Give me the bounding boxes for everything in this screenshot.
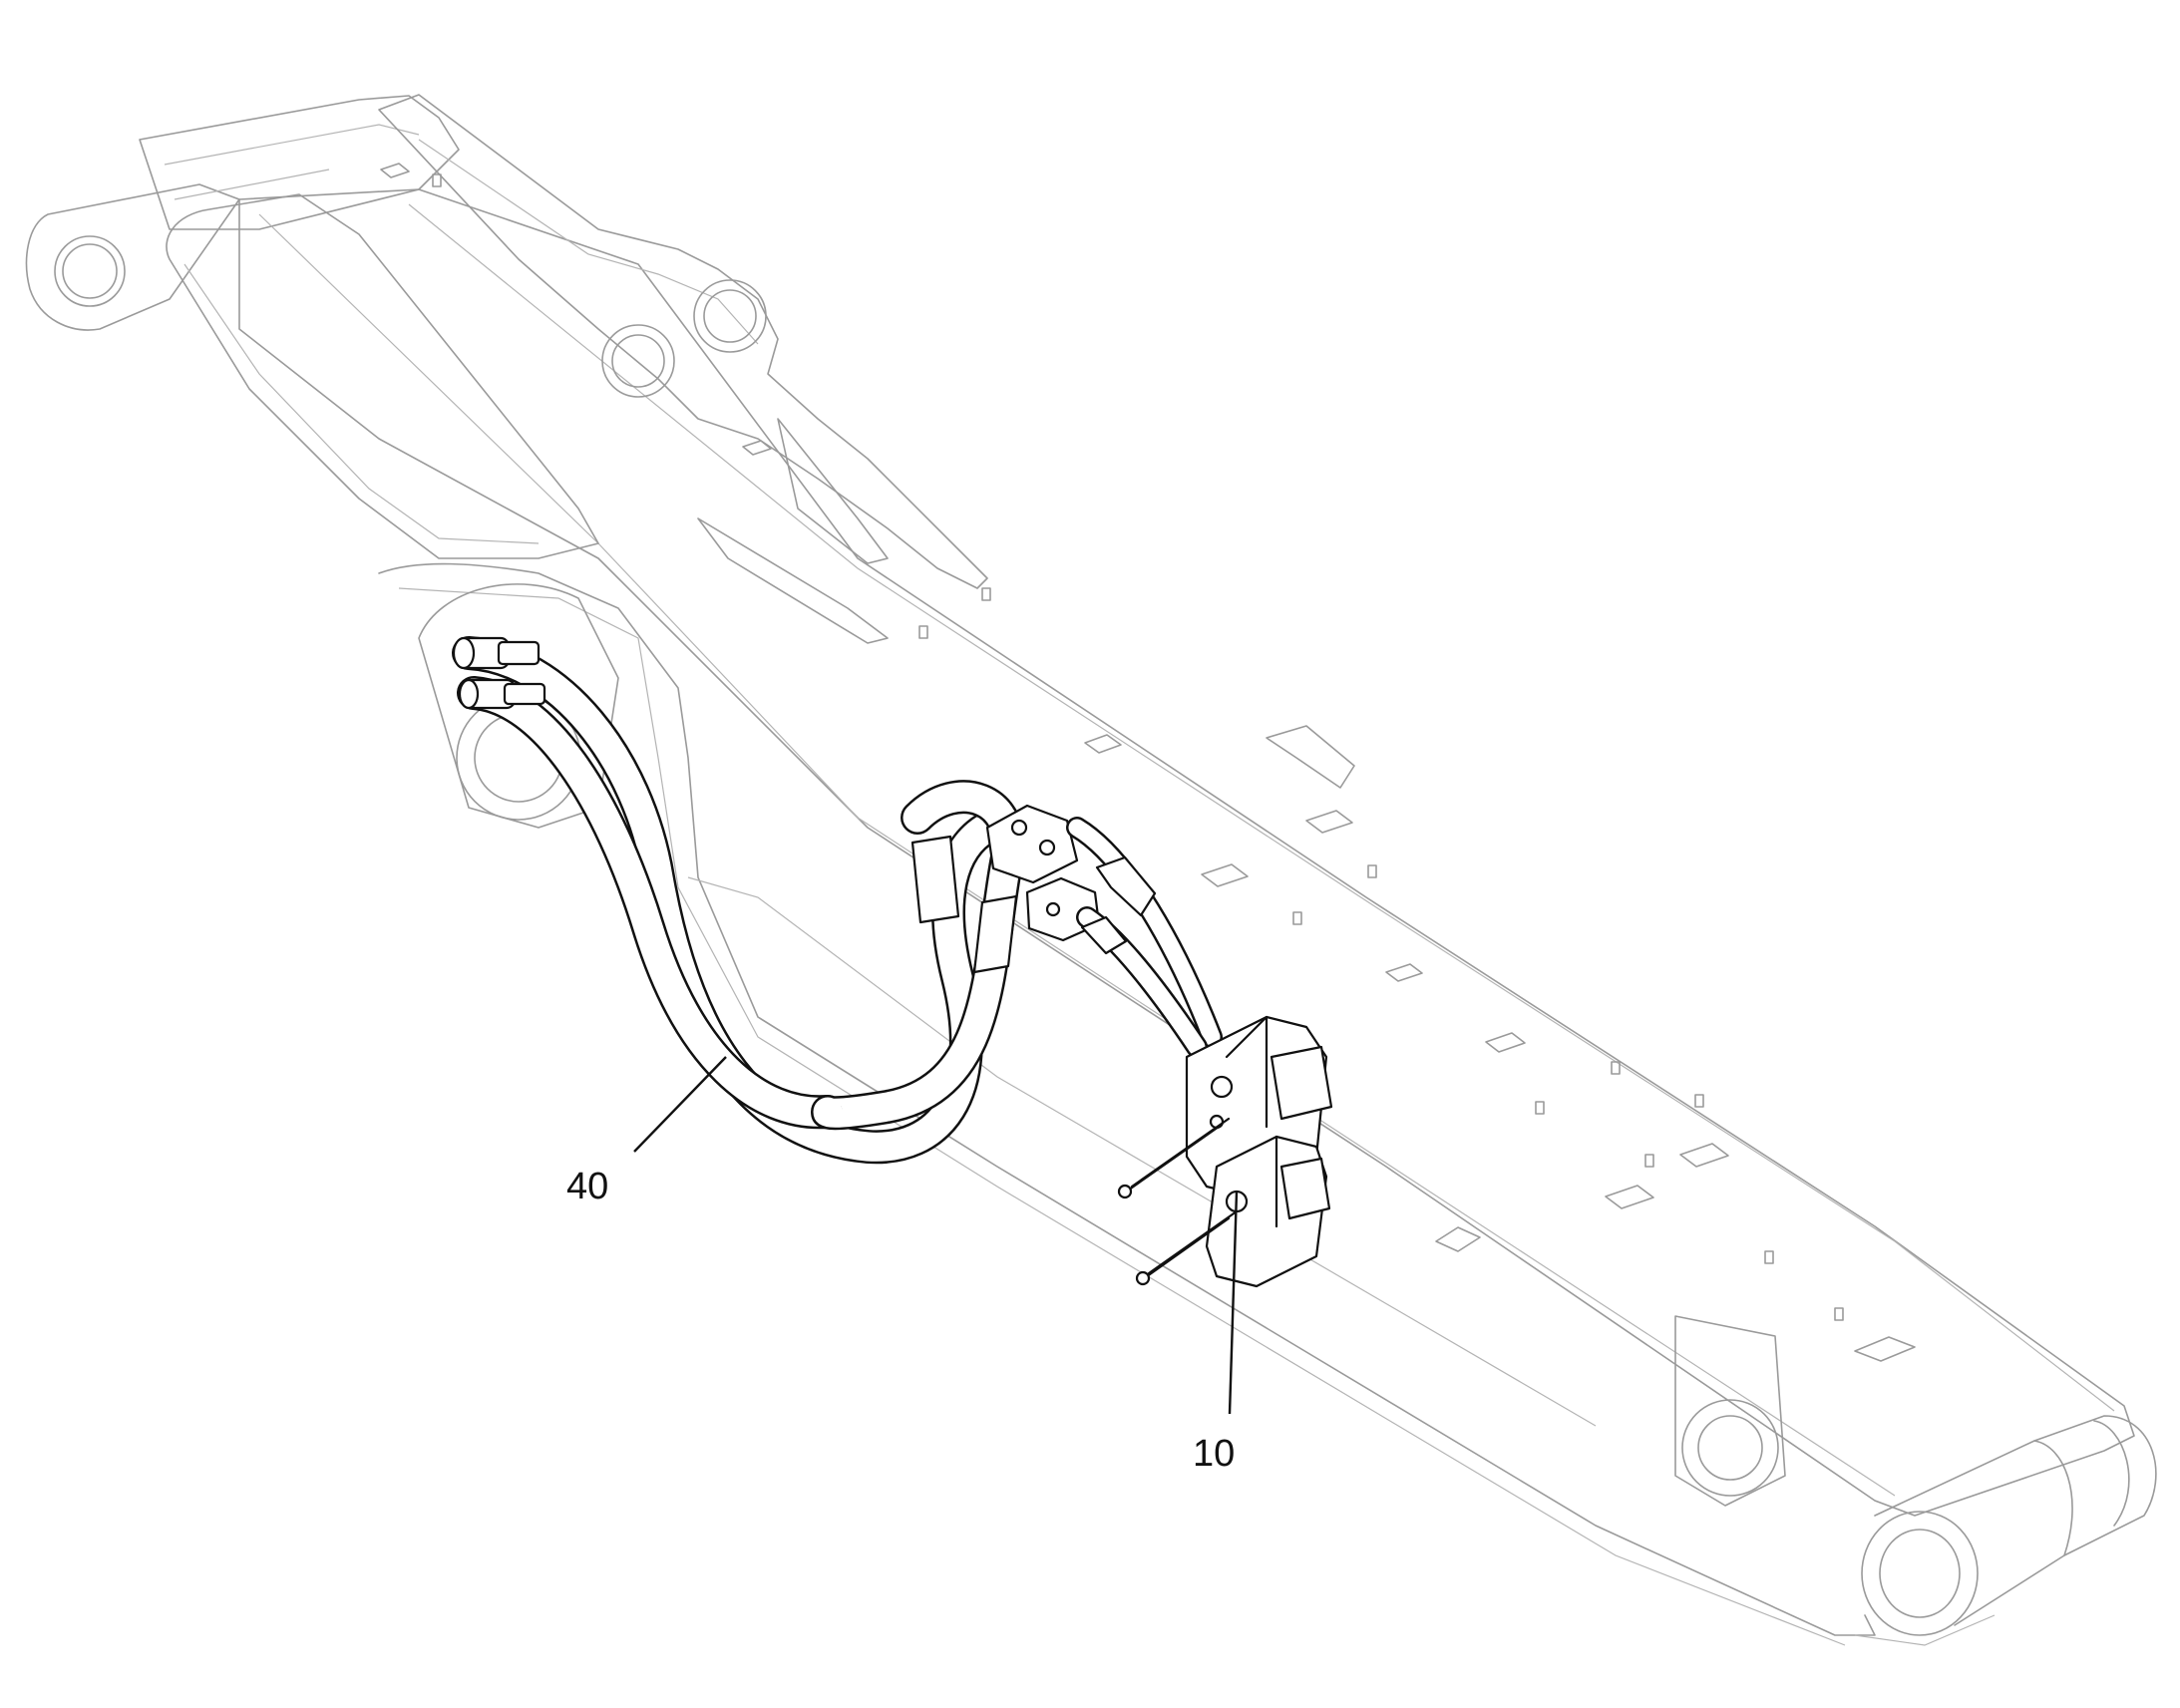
boom-left-end-plate: [25, 183, 240, 331]
boom-top-plate: [238, 188, 2135, 1517]
valve-handle-lower: [1147, 1209, 1239, 1275]
boom-right-end: [1854, 1415, 2157, 1646]
boom-lower-web: [378, 562, 1876, 1636]
boom-structure: [25, 94, 2157, 1646]
lower-right-boss: [1681, 1399, 1779, 1497]
callout-10: 10: [1193, 1191, 1239, 1475]
upper-rear-box: [139, 95, 460, 230]
callout-label-10: 10: [1193, 1433, 1235, 1475]
left-pivot-bore: [54, 235, 126, 307]
flange-fittings: [985, 804, 1101, 942]
top-clamp: [1266, 725, 1355, 789]
left-pivot-bore-inner: [62, 243, 118, 299]
inner-side-panel: [166, 193, 599, 559]
callout-label-40: 40: [566, 1166, 608, 1207]
leader-line-10: [1228, 1191, 1239, 1415]
valve-assembly-item-10: [1066, 817, 1333, 1288]
bracket-bore-upper: [693, 279, 767, 353]
callout-40: 40: [566, 1056, 727, 1207]
hose-sleeve-1: [910, 835, 960, 924]
leader-line-40: [633, 1056, 727, 1153]
hose-end-fittings: [452, 636, 546, 710]
upper-bracket: [378, 94, 988, 589]
bracket-bore-lower: [601, 324, 675, 398]
hose-assembly-item-40: [452, 636, 1101, 1165]
boom-pads: [380, 163, 1916, 1362]
hose-sleeve-2: [972, 894, 1018, 974]
